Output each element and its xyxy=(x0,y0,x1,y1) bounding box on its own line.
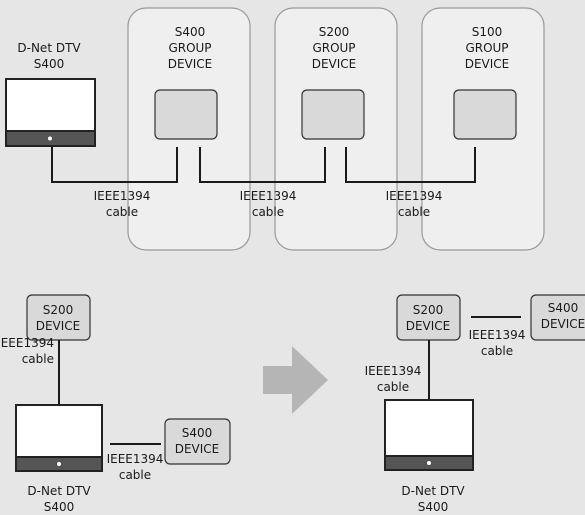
transition-arrow xyxy=(263,346,328,414)
s400-group-label: S400 GROUP DEVICE xyxy=(167,25,213,71)
bl-s400-cable-label: IEEE1394 cable xyxy=(106,452,164,482)
br-tv-label: D-Net DTV S400 xyxy=(401,484,465,514)
top-cable-label-1: IEEE1394 cable xyxy=(93,189,151,219)
br-s400-device-box xyxy=(530,294,585,341)
s100-group-label: S100 GROUP DEVICE xyxy=(464,25,510,71)
top-tv-icon xyxy=(5,78,96,147)
br-tv-cable-label: IEEE1394 cable xyxy=(364,364,422,394)
br-s400-label: S400 DEVICE xyxy=(540,301,585,331)
s100-group-device-box xyxy=(453,89,517,140)
top-cable-label-3: IEEE1394 cable xyxy=(385,189,443,219)
br-s200-label: S200 DEVICE xyxy=(405,303,451,333)
top-cables xyxy=(51,146,476,183)
top-tv-label: D-Net DTV S400 xyxy=(17,41,81,71)
bl-tv-label: D-Net DTV S400 xyxy=(27,484,91,514)
br-tv-icon xyxy=(384,399,474,471)
s200-group-device-box xyxy=(301,89,365,140)
top-cable-label-2: IEEE1394 cable xyxy=(239,189,297,219)
bl-s400-device-box xyxy=(164,418,231,465)
bl-s200-cable-label: IEEE1394 cable xyxy=(0,336,54,366)
s200-group-label: S200 GROUP DEVICE xyxy=(311,25,357,71)
bl-tv-icon xyxy=(15,404,103,472)
br-s400-cable-label: IEEE1394 cable xyxy=(468,328,526,358)
bl-s200-label: S200 DEVICE xyxy=(35,303,81,333)
bl-s400-label: S400 DEVICE xyxy=(174,426,220,456)
s400-group-device-box xyxy=(154,89,218,140)
